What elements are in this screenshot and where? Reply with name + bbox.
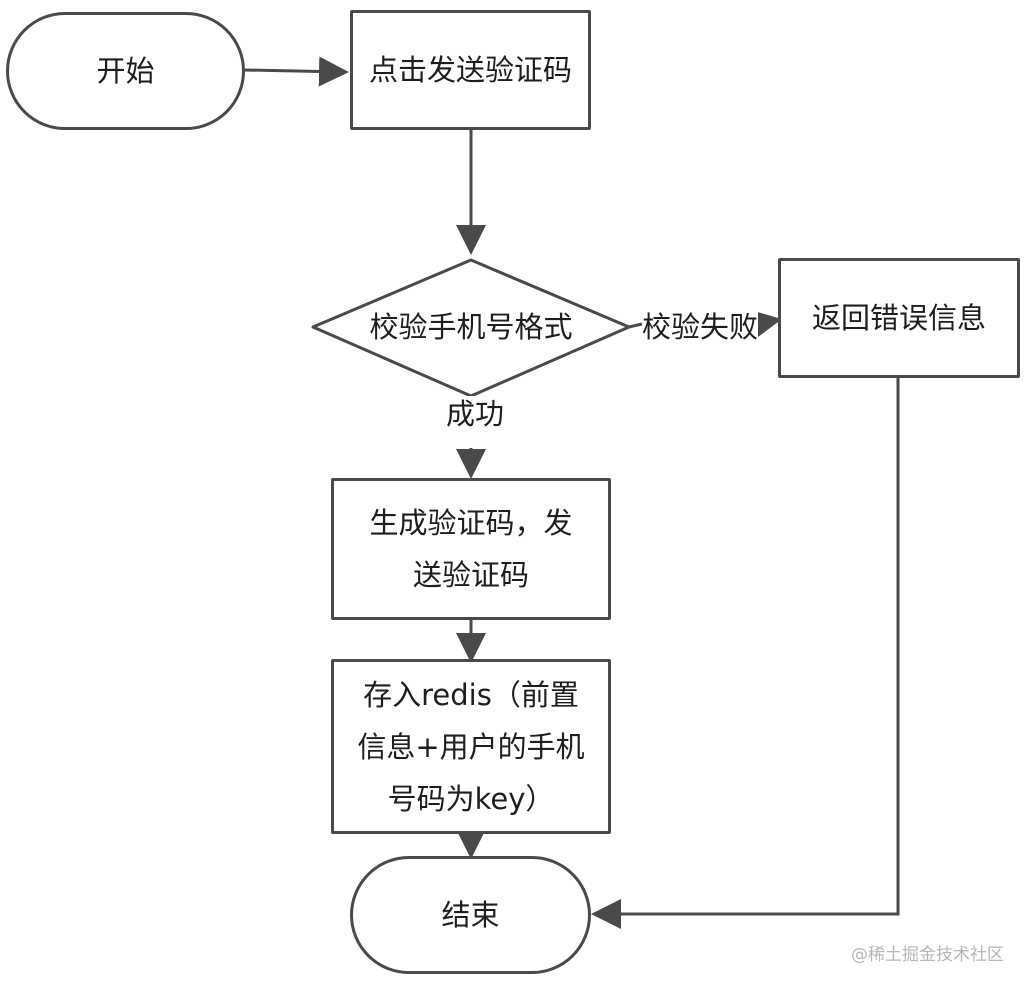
click-send-label: 点击发送验证码 (368, 53, 572, 87)
click-send-node: 点击发送验证码 (350, 10, 591, 130)
success-label: 成功 (446, 396, 505, 432)
fail-label: 校验失败 (642, 309, 759, 345)
generate-send-label: 生成验证码，发 送验证码 (369, 506, 573, 592)
start-node: 开始 (6, 12, 245, 130)
edge-error-to-end (591, 377, 900, 929)
store-redis-label: 存入redis（前置 信息+用户的手机 号码为key） (357, 677, 585, 816)
edge-fail-arrow (749, 309, 782, 340)
end-label: 结束 (441, 898, 500, 932)
edge-start-to-click (244, 56, 349, 87)
watermark: @稀土掘金技术社区 (851, 945, 1004, 965)
start-label: 开始 (96, 54, 155, 88)
edge-validate-to-error (628, 322, 643, 329)
store-redis-node: 存入redis（前置 信息+用户的手机 号码为key） (331, 659, 611, 834)
return-error-label: 返回错误信息 (811, 301, 986, 335)
return-error-node: 返回错误信息 (778, 258, 1020, 378)
generate-send-node: 生成验证码，发 送验证码 (331, 478, 611, 620)
validate-phone-label: 校验手机号格式 (369, 310, 573, 344)
end-node: 结束 (350, 856, 591, 974)
